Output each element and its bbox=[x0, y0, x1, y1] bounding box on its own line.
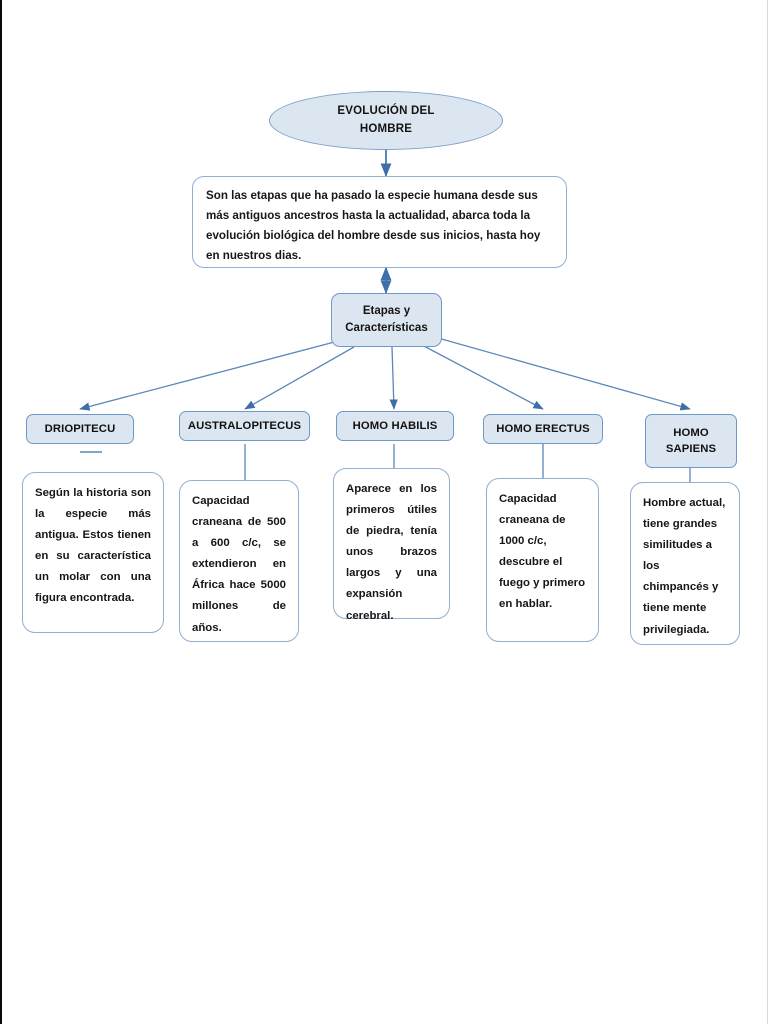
stage-header-australopitecus[interactable]: AUSTRALOPITECUS bbox=[179, 411, 310, 441]
stage-header-homo-erectus[interactable]: HOMO ERECTUS bbox=[483, 414, 603, 444]
stage-header-label: DRIOPITECU bbox=[44, 422, 116, 435]
stage-card-homo-habilis[interactable]: Aparece en los primeros útiles de piedra… bbox=[333, 468, 450, 622]
stage-card-homo-sapiens[interactable]: Hombre actual, tiene grandes similitudes… bbox=[630, 482, 740, 645]
edge-hub-to-driopitecu bbox=[79, 339, 343, 411]
stage-header-label: HOMO HABILIS bbox=[352, 419, 438, 432]
stage-card-text: Según la historia son la especie más ant… bbox=[35, 487, 151, 605]
stage-header-label: HOMO ERECTUS bbox=[496, 422, 590, 435]
edge-hub-to-homo-sapiens bbox=[437, 337, 691, 411]
stage-card-text: Capacidad craneana de 1000 c/c, descubre… bbox=[499, 493, 586, 611]
definition-box[interactable]: Son las etapas que ha pasado la especie … bbox=[192, 176, 567, 268]
stage-header-homo-habilis[interactable]: HOMO HABILIS bbox=[336, 411, 454, 441]
stage-card-driopitecu[interactable]: Según la historia son la especie más ant… bbox=[22, 472, 164, 633]
stage-card-australopitecus[interactable]: Capacidad craneana de 500 a 600 c/c, se … bbox=[179, 480, 299, 642]
stage-card-homo-erectus[interactable]: Capacidad craneana de 1000 c/c, descubre… bbox=[486, 478, 599, 642]
stage-card-text: Capacidad craneana de 500 a 600 c/c, se … bbox=[192, 495, 286, 634]
stage-card-text: Aparece en los primeros útiles de piedra… bbox=[346, 483, 437, 622]
edge-hub-to-homo-erectus bbox=[421, 344, 544, 410]
stage-header-label: AUSTRALOPITECUS bbox=[187, 419, 302, 432]
stage-header-driopitecu[interactable]: DRIOPITECU bbox=[26, 414, 134, 444]
edge-hub-to-homo-habilis bbox=[389, 346, 398, 410]
stage-card-text: Hombre actual, tiene grandes similitudes… bbox=[643, 497, 726, 636]
definition-text: Son las etapas que ha pasado la especie … bbox=[206, 189, 541, 262]
edge-hub-to-australopitecus bbox=[244, 346, 355, 410]
